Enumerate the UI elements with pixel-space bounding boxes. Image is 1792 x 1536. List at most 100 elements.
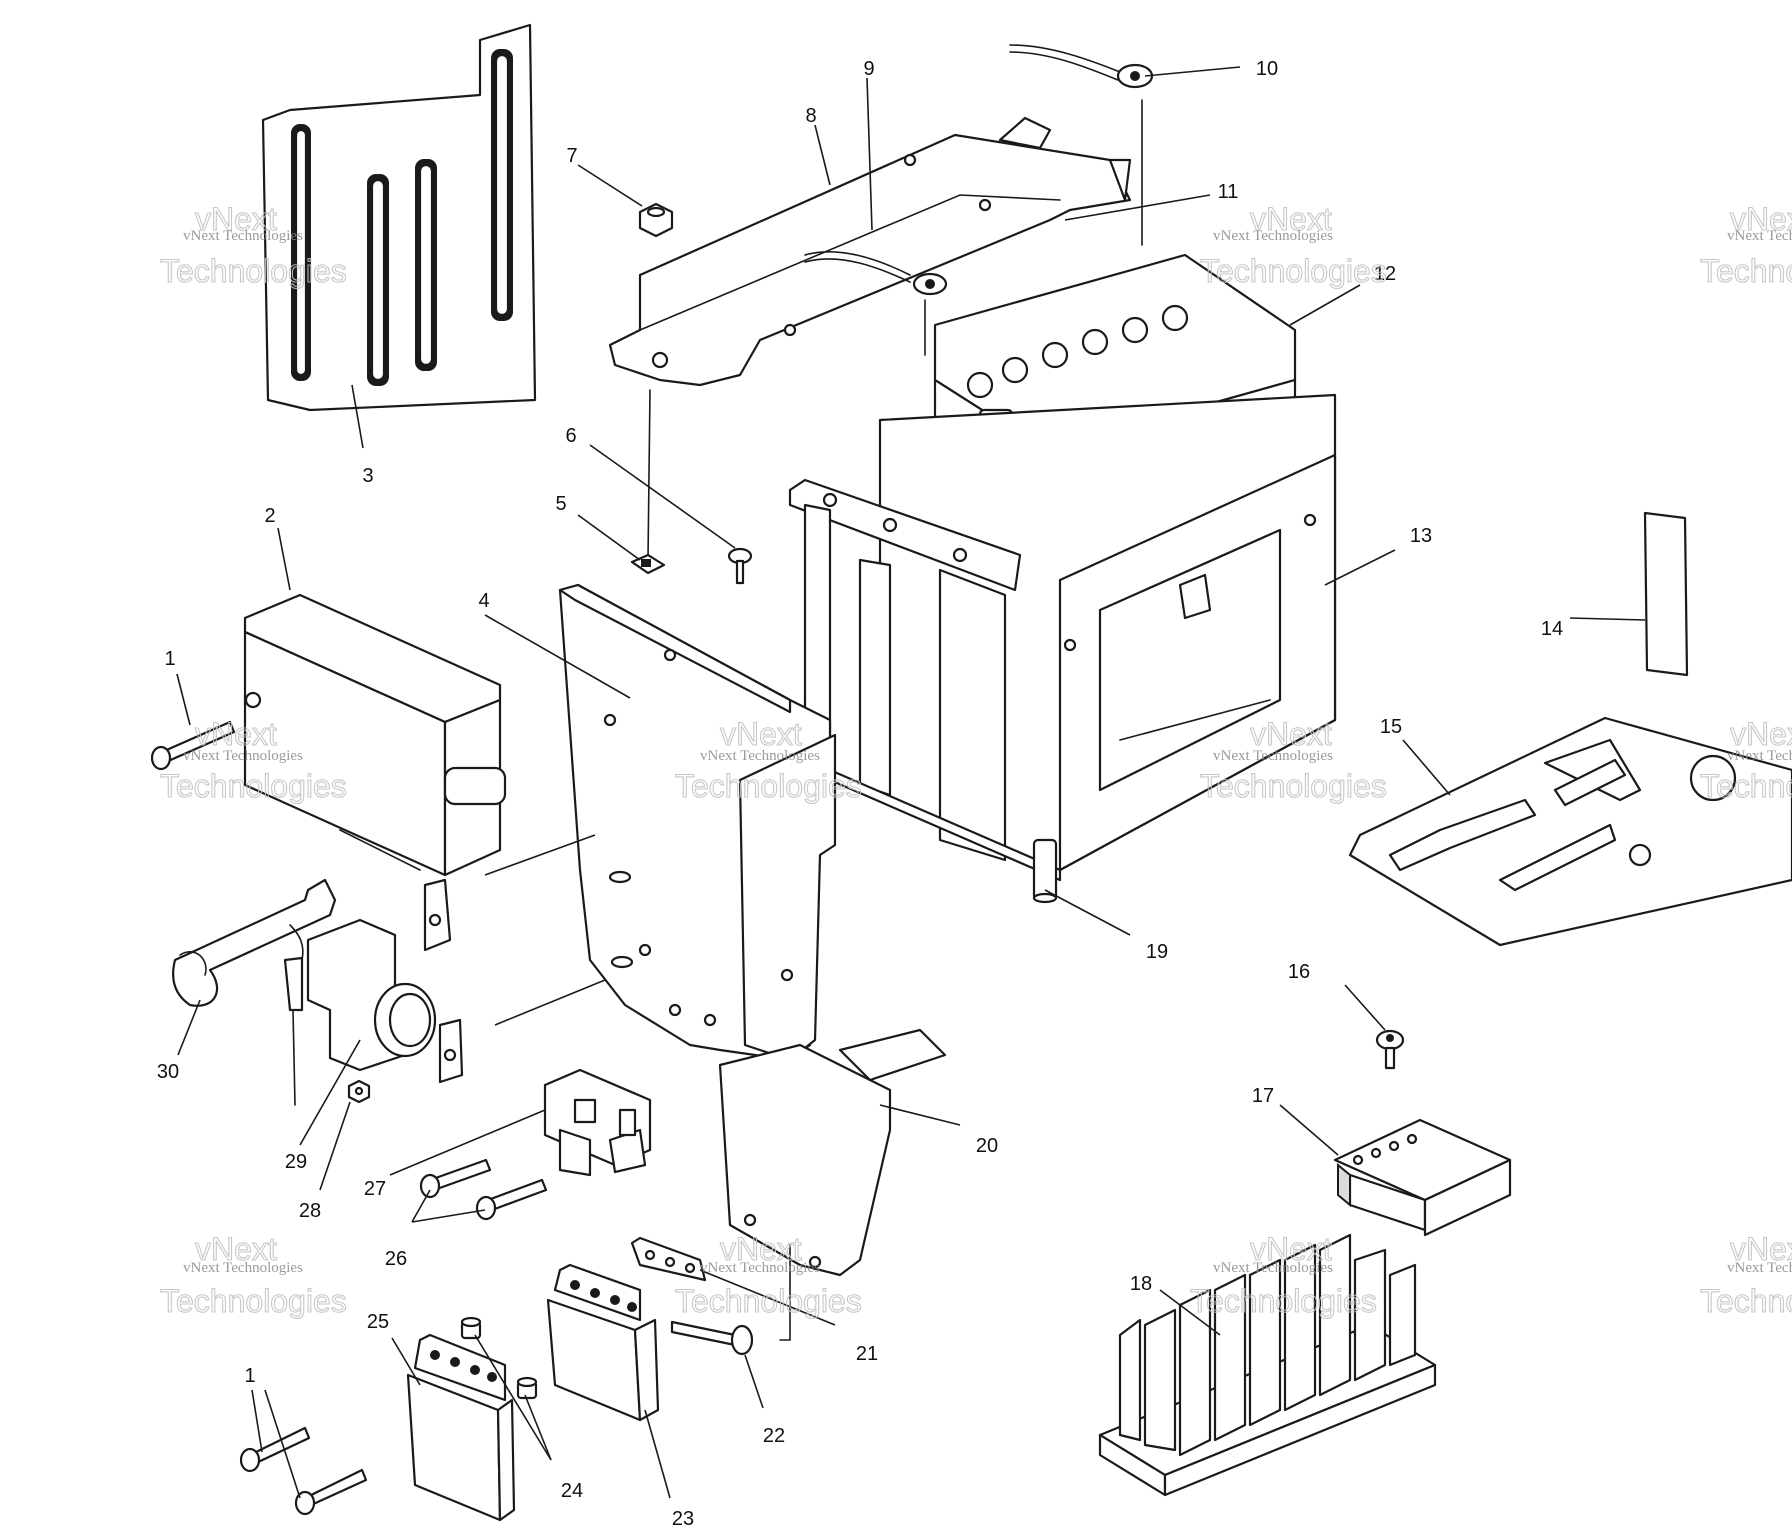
- svg-text:vNext Technologies: vNext Technologies: [183, 228, 303, 244]
- part-1-bolt-upper: [150, 720, 236, 771]
- svg-text:Technologies: Technologies: [1190, 1283, 1377, 1319]
- part-15-tray: [1348, 716, 1792, 947]
- callout-18: 18: [1130, 1273, 1152, 1295]
- callout-6: 6: [565, 425, 576, 447]
- svg-text:vNext Technologies: vNext Technologies: [700, 748, 820, 764]
- part-14-pad: [1643, 511, 1689, 677]
- callout-16: 16: [1288, 961, 1310, 983]
- part-22-screw: [670, 1244, 791, 1356]
- svg-text:Technologies: Technologies: [1700, 768, 1792, 804]
- callout-27: 27: [364, 1178, 386, 1200]
- svg-text:Technologies: Technologies: [160, 1283, 347, 1319]
- leader-lines: [176, 66, 1646, 1499]
- svg-text:vNext Technologies: vNext Technologies: [183, 748, 303, 764]
- part-9-cable: [804, 251, 948, 296]
- callout-5: 5: [555, 493, 566, 515]
- callout-8: 8: [805, 105, 816, 127]
- svg-text:Technologies: Technologies: [1700, 253, 1792, 289]
- svg-text:vNext Technologies: vNext Technologies: [1727, 1260, 1792, 1276]
- callout-19: 19: [1146, 941, 1168, 963]
- watermark-1: vNext Technologies vNext Technologies: [159, 200, 347, 289]
- svg-text:vNext Technologies: vNext Technologies: [183, 1260, 303, 1276]
- part-17-regulator: [1333, 1118, 1512, 1237]
- part-30-bracket: [172, 878, 337, 1007]
- part-29-solenoid: [283, 878, 464, 1106]
- callout-11: 11: [1218, 181, 1239, 203]
- part-20-mounting-plate: [558, 583, 947, 1277]
- svg-text:vNext Technologies: vNext Technologies: [1727, 748, 1792, 764]
- callout-12: 12: [1374, 263, 1396, 285]
- part-8-upper-bracket: [608, 116, 1132, 387]
- callout-23: 23: [672, 1508, 694, 1530]
- part-21-spacer-plate: [630, 1236, 707, 1282]
- watermarks: vNext Technologies vNext Technologies vN…: [159, 200, 1792, 1319]
- svg-text:vNext: vNext: [195, 1231, 277, 1267]
- svg-text:vNext Technologies: vNext Technologies: [1213, 228, 1333, 244]
- watermark-10: vNext Technologies vNext Technologies: [1189, 1230, 1377, 1319]
- svg-text:vNext Technologies: vNext Technologies: [1727, 228, 1792, 244]
- watermark-6: vNext Technologies vNext Technologies: [1199, 715, 1387, 804]
- svg-text:Technologies: Technologies: [675, 1283, 862, 1319]
- svg-text:vNext Technologies: vNext Technologies: [1213, 748, 1333, 764]
- callout-17: 17: [1252, 1085, 1274, 1107]
- callout-24: 24: [561, 1480, 583, 1502]
- part-18-heat-sink: [1098, 1233, 1437, 1497]
- part-28-nut: [347, 1079, 371, 1104]
- svg-text:vNext: vNext: [195, 201, 277, 237]
- part-13-battery-holder: [788, 393, 1337, 882]
- callout-7: 7: [566, 145, 577, 167]
- svg-text:vNext: vNext: [720, 1231, 802, 1267]
- part-16-screw: [1375, 1029, 1405, 1070]
- callout-14: 14: [1541, 618, 1563, 640]
- callout-15: 15: [1380, 716, 1402, 738]
- part-7-nut: [638, 202, 674, 238]
- callout-1-lower: 1: [244, 1365, 255, 1387]
- callout-20: 20: [976, 1135, 998, 1157]
- svg-text:vNext Technologies: vNext Technologies: [1213, 1260, 1333, 1276]
- svg-text:Technologies: Technologies: [675, 768, 862, 804]
- watermark-11: vNext Technologies vNext Technologies: [1699, 1230, 1792, 1319]
- callout-26: 26: [385, 1248, 407, 1270]
- callout-22: 22: [763, 1425, 785, 1447]
- svg-text:vNext: vNext: [1730, 716, 1792, 752]
- watermark-2: vNext Technologies vNext Technologies: [1199, 200, 1387, 289]
- part-26-bolts: [419, 1158, 548, 1221]
- callout-3: 3: [362, 465, 373, 487]
- callout-30: 30: [157, 1061, 179, 1083]
- svg-text:vNext Technologies: vNext Technologies: [700, 1260, 820, 1276]
- part-25-module: [406, 1333, 516, 1522]
- watermark-7: vNext Technologies vNext Technologies: [1699, 715, 1792, 804]
- callout-21: 21: [856, 1343, 878, 1365]
- callout-28: 28: [299, 1200, 321, 1222]
- watermark-9: vNext Technologies vNext Technologies: [674, 1230, 862, 1319]
- svg-text:vNext: vNext: [195, 716, 277, 752]
- part-3-cover-panel: [261, 23, 537, 412]
- callout-4: 4: [478, 590, 489, 612]
- callout-29: 29: [285, 1151, 307, 1173]
- watermark-4: vNext Technologies vNext Technologies: [159, 715, 347, 804]
- watermark-3: vNext Technologies vNext Technologies: [1699, 200, 1792, 289]
- part-2-box: [243, 593, 507, 877]
- callout-labels: 1 1 2 3 4 5 6 7 8 9 10 11 12 13 14 15 16…: [157, 58, 1563, 1530]
- part-6-pin: [727, 547, 753, 585]
- watermark-8: vNext Technologies vNext Technologies: [159, 1230, 347, 1319]
- callout-2: 2: [264, 505, 275, 527]
- svg-text:vNext: vNext: [720, 716, 802, 752]
- svg-text:vNext: vNext: [1730, 1231, 1792, 1267]
- part-23-module: [546, 1263, 660, 1422]
- callout-25: 25: [367, 1311, 389, 1333]
- svg-text:vNext: vNext: [1250, 201, 1332, 237]
- callout-13: 13: [1410, 525, 1432, 547]
- watermark-5: vNext Technologies vNext Technologies: [674, 715, 862, 804]
- part-24-sleeves: [460, 1316, 538, 1400]
- svg-text:Technologies: Technologies: [160, 768, 347, 804]
- svg-text:vNext: vNext: [1250, 716, 1332, 752]
- callout-10: 10: [1256, 58, 1278, 80]
- svg-text:Technologies: Technologies: [1700, 1283, 1792, 1319]
- part-27-connector: [543, 1068, 652, 1177]
- callout-9: 9: [863, 58, 874, 80]
- part-19-post: [1032, 838, 1058, 904]
- svg-text:Technologies: Technologies: [1200, 768, 1387, 804]
- svg-text:vNext: vNext: [1250, 1231, 1332, 1267]
